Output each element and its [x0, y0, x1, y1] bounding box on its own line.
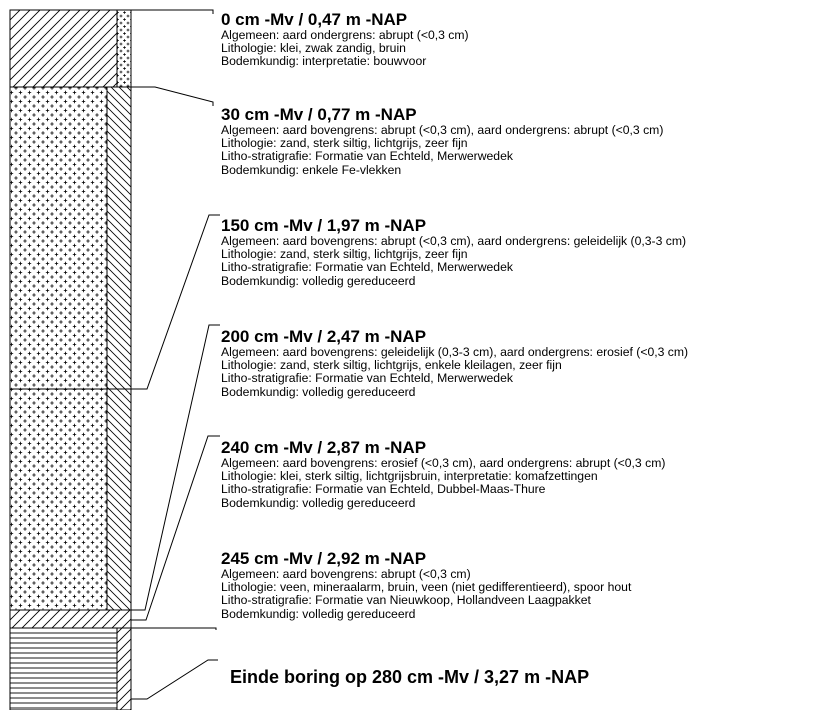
layer-lithology-text: Lithologie: zand, sterk siltig, lichtgri… — [221, 136, 468, 151]
layer-depth-title: 240 cm -Mv / 2,87 m -NAP — [221, 438, 427, 457]
layer-soil-text: Bodemkundig: enkele Fe-vlekken — [221, 162, 402, 177]
layer-stratigraphy-text: Litho-stratigrafie: Formatie van Nieuwko… — [221, 593, 591, 608]
layer-description-2: 30 cm -Mv / 0,77 m -NAP Algemeen: aard b… — [221, 105, 663, 177]
column-layer-2 — [9, 86, 132, 390]
layer-depth-title: 150 cm -Mv / 1,97 m -NAP — [221, 216, 427, 235]
layer-soil-text: Bodemkundig: volledig gereduceerd — [221, 606, 416, 621]
layer-soil-text: Bodemkundig: interpretatie: bouwvoor — [221, 54, 427, 69]
layer-general-text: Algemeen: aard bovengrens: erosief (<0,3… — [221, 456, 666, 470]
layer-stratigraphy-text: Litho-stratigrafie: Formatie van Echteld… — [221, 149, 513, 164]
layer-general-text: Algemeen: aard bovengrens: abrupt (<0,3 … — [221, 123, 664, 137]
layer-lithology-text: Lithologie: veen, mineraalarm, bruin, ve… — [221, 580, 632, 595]
layer-depth-title: 30 cm -Mv / 0,77 m -NAP — [221, 105, 417, 124]
layer-soil-text: Bodemkundig: volledig gereduceerd — [221, 495, 416, 510]
layer-stratigraphy-text: Litho-stratigrafie: Formatie van Echteld… — [221, 371, 513, 386]
layer-stratigraphy-text: Litho-stratigrafie: Formatie van Echteld… — [221, 260, 513, 275]
layer-lithology-text: Lithologie: klei, sterk siltig, lichtgri… — [221, 469, 598, 484]
layer-lithology-text: Lithologie: zand, sterk siltig, lichtgri… — [221, 247, 468, 262]
layer-depth-title: 245 cm -Mv / 2,92 m -NAP — [221, 549, 427, 568]
column-layer-6 — [9, 627, 132, 710]
layer-general-text: Algemeen: aard bovengrens: abrupt (<0,3 … — [221, 234, 687, 248]
layer-lithology-text: Lithologie: klei, zwak zandig, bruin — [221, 41, 406, 56]
end-of-boring-label: Einde boring op 280 cm -Mv / 3,27 m -NAP — [230, 667, 590, 687]
leader-line-6 — [131, 627, 217, 630]
column-layer-5 — [9, 609, 132, 629]
leader-line-5 — [131, 435, 220, 621]
layer-stratigraphy-text: Litho-stratigrafie: Formatie van Echteld… — [221, 482, 546, 497]
leader-line-2 — [131, 86, 214, 106]
layer-depth-title: 0 cm -Mv / 0,47 m -NAP — [221, 10, 408, 29]
leader-line-3 — [131, 214, 220, 390]
leader-line-4 — [131, 324, 220, 611]
layer-description-5: 240 cm -Mv / 2,87 m -NAP Algemeen: aard … — [221, 438, 665, 510]
layer-depth-title: 200 cm -Mv / 2,47 m -NAP — [221, 327, 427, 346]
column-layer-1 — [9, 9, 132, 88]
leader-line-7 — [131, 659, 218, 700]
layer-soil-text: Bodemkundig: volledig gereduceerd — [221, 384, 416, 399]
layer-description-1: 0 cm -Mv / 0,47 m -NAP Algemeen: aard on… — [221, 10, 469, 69]
layer-general-text: Algemeen: aard bovengrens: abrupt (<0,3 … — [221, 567, 471, 581]
layer-lithology-text: Lithologie: zand, sterk siltig, lichtgri… — [221, 358, 562, 373]
layer-description-6: 245 cm -Mv / 2,92 m -NAP Algemeen: aard … — [221, 549, 631, 621]
leader-line-1 — [131, 9, 214, 14]
layer-description-4: 200 cm -Mv / 2,47 m -NAP Algemeen: aard … — [221, 327, 688, 399]
layer-soil-text: Bodemkundig: volledig gereduceerd — [221, 273, 416, 288]
layer-description-3: 150 cm -Mv / 1,97 m -NAP Algemeen: aard … — [221, 216, 686, 288]
leader-lines — [131, 9, 220, 700]
column-layer-4 — [9, 388, 132, 611]
layer-general-text: Algemeen: aard bovengrens: geleidelijk (… — [221, 345, 689, 359]
layer-general-text: Algemeen: aard ondergrens: abrupt (<0,3 … — [221, 28, 469, 42]
